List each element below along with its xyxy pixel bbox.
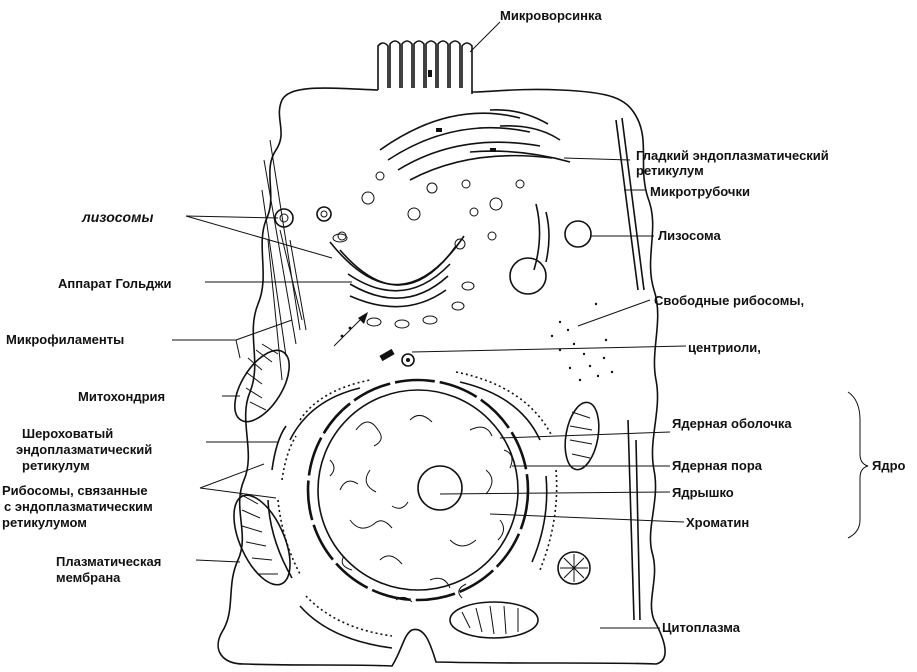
- label-rough-er-line1: Шероховатый: [22, 426, 113, 441]
- label-plasma-membrane-line2: мембрана: [56, 570, 121, 585]
- label-bound-ribosomes-line1: Рибосомы, связанные: [2, 483, 148, 498]
- golgi-apparatus: [330, 234, 474, 328]
- label-golgi: Аппарат Гольджи: [58, 276, 172, 291]
- label-smooth-er-line1: Гладкий эндоплазматический: [636, 148, 829, 163]
- labels: Микроворсинка Гладкий эндоплазматический…: [2, 8, 906, 635]
- label-bound-ribosomes-line2: с эндоплазматическим: [4, 499, 153, 514]
- microfilaments: [262, 140, 306, 380]
- vesicles: [338, 172, 524, 249]
- label-plasma-membrane-line1: Плазматическая: [56, 554, 161, 569]
- label-microfilaments: Микрофиламенты: [6, 332, 124, 347]
- label-nucleus: Ядро: [872, 458, 906, 473]
- label-chromatin: Хроматин: [686, 515, 749, 530]
- label-microvillus: Микроворсинка: [500, 8, 602, 23]
- label-centrioles: центриоли,: [688, 340, 761, 355]
- microvilli: [378, 41, 472, 92]
- label-nuclear-envelope: Ядерная оболочка: [672, 416, 792, 431]
- er-segments-right: [534, 204, 549, 270]
- label-nuclear-pore: Ядерная пора: [672, 458, 763, 473]
- rough-er: [268, 372, 557, 648]
- label-rough-er-line3: ретикулум: [22, 458, 90, 473]
- smooth-er: [380, 110, 570, 180]
- label-bound-ribosomes-line3: ретикулумом: [2, 515, 87, 530]
- free-ribosomes: [551, 303, 613, 381]
- label-microtubules: Микротрубочки: [650, 184, 750, 199]
- label-lysosomes-left: лизосомы: [81, 209, 153, 225]
- microtubules: [616, 118, 644, 620]
- nucleus: [308, 380, 528, 602]
- label-free-ribosomes: Свободные рибосомы,: [654, 293, 804, 308]
- label-cytoplasm: Цитоплазма: [662, 620, 741, 635]
- label-smooth-er-line2: ретикулум: [636, 163, 704, 178]
- label-nucleolus: Ядрышко: [672, 485, 734, 500]
- label-rough-er-line2: эндоплазматический: [16, 442, 152, 457]
- lysosomes: [275, 207, 591, 294]
- label-mitochondrion: Митохондрия: [78, 389, 165, 404]
- label-lysosome-right: Лизосома: [658, 228, 721, 243]
